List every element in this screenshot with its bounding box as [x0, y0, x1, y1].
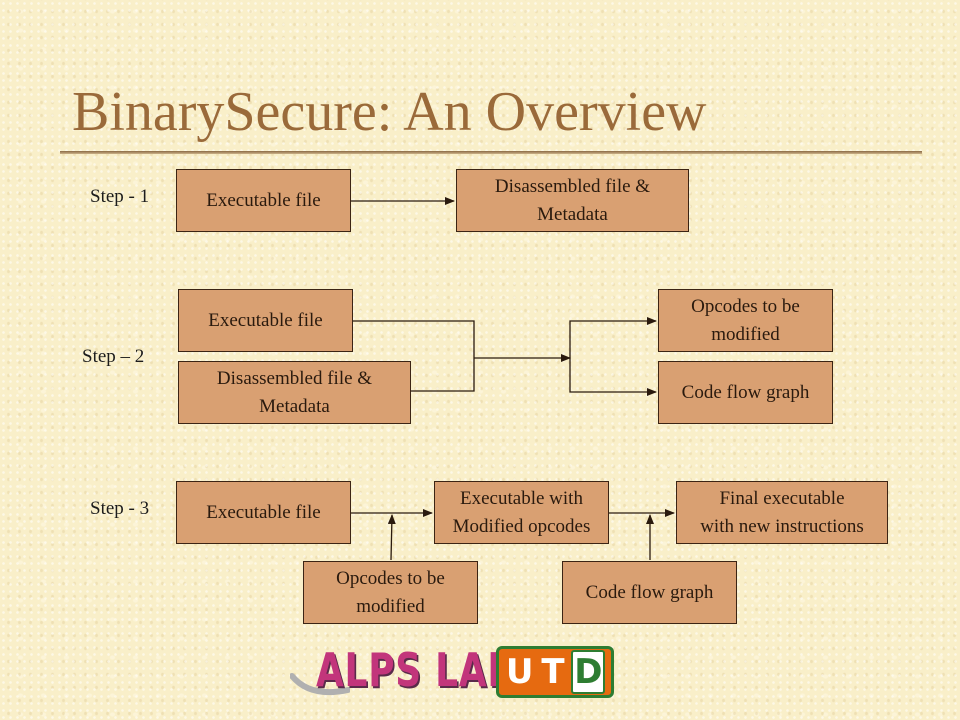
s3-opcodes-arrow	[387, 514, 396, 561]
utd-letter-d: D	[571, 650, 606, 694]
s3-opcodes-box: Opcodes to be modified	[303, 561, 478, 624]
slide-title: BinarySecure: An Overview	[72, 81, 707, 143]
s2-disassembled-box: Disassembled file & Metadata	[178, 361, 411, 424]
title-divider	[60, 151, 922, 154]
s3-final-box: Final executable with new instructions	[676, 481, 888, 544]
s2-to-codeflow	[569, 358, 657, 396]
s3-codeflow-box: Code flow graph	[562, 561, 737, 624]
s1-executable-box: Executable file	[176, 169, 351, 232]
utd-letter-u: U	[505, 652, 534, 692]
s1-disassembled-box: Disassembled file & Metadata	[456, 169, 689, 232]
utd-badge: U T D	[496, 646, 614, 698]
s2-executable-box: Executable file	[178, 289, 353, 352]
utd-letter-t: T	[541, 652, 565, 692]
s2-to-opcodes	[569, 317, 657, 358]
logo-swoosh-icon	[290, 673, 350, 696]
s3-modified-box: Executable with Modified opcodes	[434, 481, 609, 544]
step-2-label: Step – 2	[82, 346, 145, 367]
s2-opcodes-box: Opcodes to be modified	[658, 289, 833, 352]
s2-codeflow-box: Code flow graph	[658, 361, 833, 424]
step-3-label: Step - 3	[90, 498, 150, 519]
step-1-label: Step - 1	[90, 186, 150, 207]
s3-executable-box: Executable file	[176, 481, 351, 544]
s2-exe-line	[353, 320, 475, 392]
alps-lab-utd-logo: ALPS LAB @ U T D	[290, 640, 620, 710]
